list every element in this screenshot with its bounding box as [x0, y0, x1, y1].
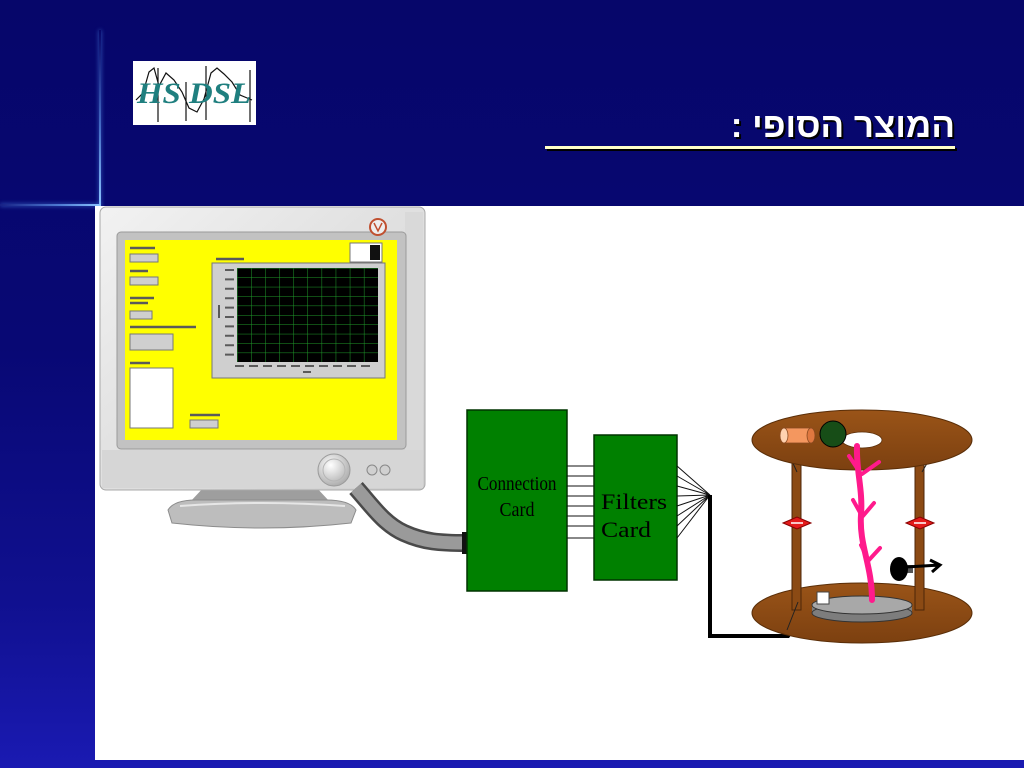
crt-monitor: [99, 206, 426, 529]
green-sensor: [819, 420, 847, 448]
page-title: המוצר הסופי :: [730, 106, 955, 145]
monitor-brand-mark: [373, 222, 383, 233]
adjuster-rod: [905, 558, 943, 574]
logo-background: [133, 61, 256, 125]
string-input: [129, 333, 174, 351]
control-label-bars: [130, 246, 220, 417]
filters-card: Filters Card: [593, 434, 678, 581]
plot-legend-swatch: [370, 245, 380, 260]
filters-card-label-line2: Card: [601, 517, 651, 542]
logo-waveform: [135, 66, 253, 122]
monitor-side: [405, 212, 423, 484]
numeric-input: [129, 310, 153, 320]
front-panel-controls: [129, 246, 220, 429]
y-axis-tick-labels: [225, 269, 234, 356]
orange-cylinder-end: [806, 427, 816, 444]
waveform-graph: [211, 257, 386, 379]
stem-branches: [847, 454, 882, 562]
connection-card-label-line1: Connection: [478, 473, 557, 495]
monitor-button-icon: [366, 464, 378, 476]
numeric-input: [129, 253, 159, 263]
adjuster-knob-icon: [890, 557, 908, 581]
sensor-cube: [816, 591, 830, 605]
fan-lines: [676, 465, 711, 539]
orange-cylinder-tip: [779, 427, 789, 444]
logo: HS DSL: [133, 61, 256, 125]
bus-lines: [567, 465, 594, 539]
plot-grid: [237, 268, 378, 362]
numeric-input: [129, 276, 159, 286]
platform-top: [811, 595, 913, 615]
monitor-button-icon: [379, 464, 391, 476]
monitor-stand-base: [167, 499, 357, 529]
list-box: [129, 367, 174, 429]
cable-body: [351, 483, 467, 550]
logo-text: HS DSL: [136, 77, 251, 110]
monitor-cable: [349, 482, 472, 554]
filters-card-label-line1: Filters: [601, 489, 667, 514]
filters-card-box: [593, 434, 678, 581]
top-disk-hole: [841, 431, 883, 449]
connection-card: Connection Card: [466, 409, 568, 592]
accent-horizontal-line: [0, 204, 101, 206]
connection-card-box: [466, 409, 568, 592]
numeric-indicator: [189, 419, 219, 429]
connection-card-label-line2: Card: [500, 499, 535, 521]
power-knob-inner: [322, 458, 346, 482]
accent-vertical-line: [99, 30, 101, 206]
monitor-stand-highlight: [179, 502, 346, 507]
apparatus: [751, 409, 973, 644]
title-underline: [545, 146, 955, 149]
